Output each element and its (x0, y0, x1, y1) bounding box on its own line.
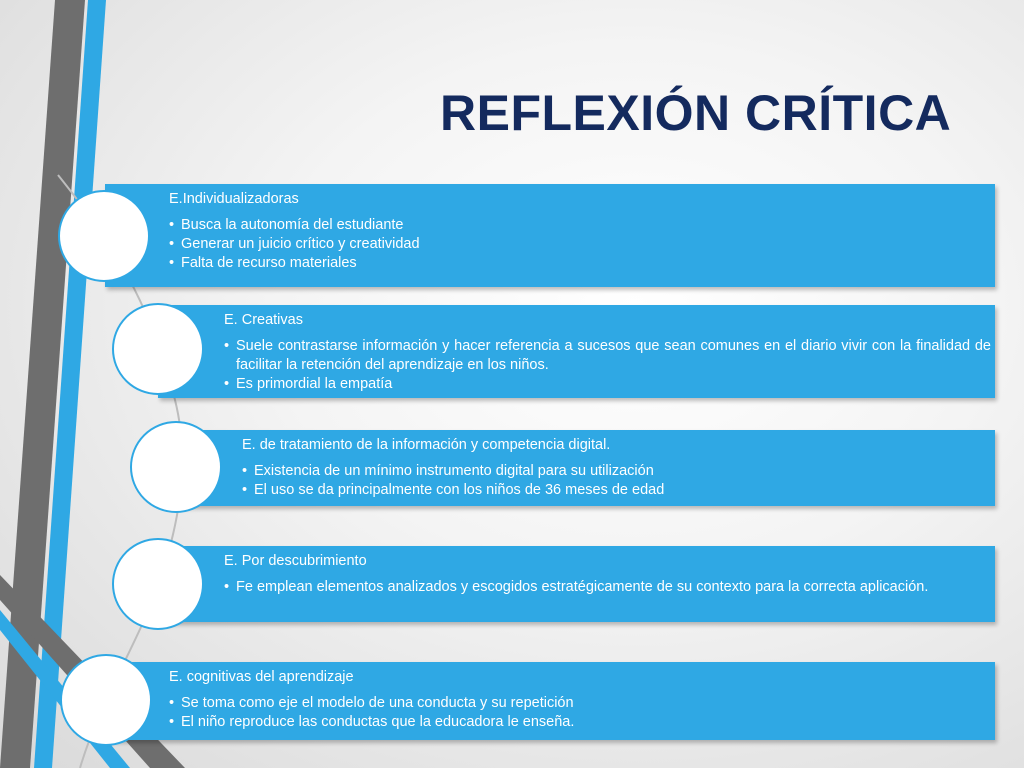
bullet-list: Fe emplean elementos analizados y escogi… (224, 578, 991, 597)
bullet-circle (58, 190, 150, 282)
bullet-list: Existencia de un mínimo instrumento digi… (242, 462, 991, 500)
list-item: Generar un juicio crítico y creatividad (169, 235, 991, 254)
list-item: Existencia de un mínimo instrumento digi… (242, 462, 991, 481)
strategy-bar-cognitivas: E. cognitivas del aprendizaje Se toma co… (105, 662, 995, 740)
bullet-circle (130, 421, 222, 513)
gray-stripe-top (0, 0, 85, 768)
bullet-circle (60, 654, 152, 746)
bullet-circle (112, 303, 204, 395)
list-item: El niño reproduce las conductas que la e… (169, 713, 991, 732)
strategy-heading: E. Creativas (224, 312, 303, 328)
list-item: Busca la autonomía del estudiante (169, 216, 991, 235)
strategy-bar-creativas: E. Creativas Suele contrastarse informac… (158, 305, 995, 398)
bullet-list: Se toma como eje el modelo de una conduc… (169, 694, 991, 732)
strategy-heading: E.Individualizadoras (169, 191, 299, 207)
list-item: El uso se da principalmente con los niño… (242, 481, 991, 500)
list-item: Se toma como eje el modelo de una conduc… (169, 694, 991, 713)
strategy-bar-descubrimiento: E. Por descubrimiento Fe emplean element… (158, 546, 995, 622)
slide-title: REFLEXIÓN CRÍTICA (440, 85, 952, 141)
bullet-list: Suele contrastarse información y hacer r… (224, 337, 991, 394)
list-item: Suele contrastarse información y hacer r… (224, 337, 991, 375)
list-item: Fe emplean elementos analizados y escogi… (224, 578, 991, 597)
bullet-circle (112, 538, 204, 630)
strategy-bar-tratamiento-informacion: E. de tratamiento de la información y co… (178, 430, 995, 506)
strategy-bar-individualizadoras: E.Individualizadoras Busca la autonomía … (105, 184, 995, 287)
strategy-heading: E. cognitivas del aprendizaje (169, 669, 354, 685)
strategy-heading: E. de tratamiento de la información y co… (242, 437, 611, 453)
bullet-list: Busca la autonomía del estudiante Genera… (169, 216, 991, 273)
strategy-heading: E. Por descubrimiento (224, 553, 367, 569)
list-item: Es primordial la empatía (224, 375, 991, 394)
list-item: Falta de recurso materiales (169, 254, 991, 273)
